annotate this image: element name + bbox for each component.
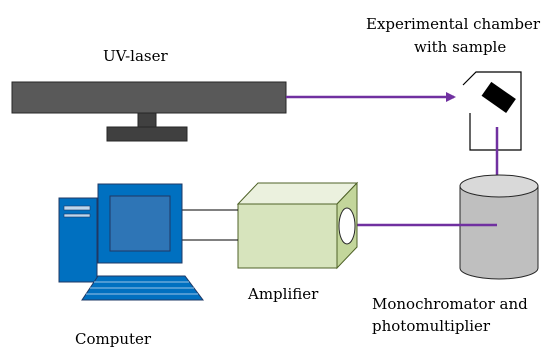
laser-stand — [137, 112, 157, 129]
tower-button — [63, 213, 91, 218]
monochromator — [459, 174, 539, 280]
computer — [58, 183, 204, 301]
chamber-wall — [462, 71, 522, 151]
monochromator-label-line1: Monochromator and — [372, 295, 528, 313]
chamber-label-line1: Experimental chamber — [366, 15, 541, 33]
amplifier — [236, 181, 359, 270]
experimental-chamber — [462, 71, 522, 151]
amplifier-label: Amplifier — [247, 285, 319, 303]
monochromator-label-line2: photomultiplier — [372, 317, 491, 335]
computer-label: Computer — [75, 330, 152, 348]
amplifier-top — [236, 182, 359, 205]
amplifier-front — [237, 203, 338, 269]
uv-laser-label: UV-laser — [103, 47, 168, 65]
sample — [481, 81, 516, 113]
laser-body — [11, 81, 287, 114]
amplifier-port — [338, 207, 356, 245]
cylinder-body — [459, 186, 539, 280]
monitor-screen — [109, 195, 171, 252]
laser-base — [106, 126, 188, 142]
chamber-label-line2: with sample — [414, 38, 506, 56]
cylinder-top — [459, 174, 539, 198]
computer-tower — [58, 197, 98, 283]
uv-laser — [11, 81, 287, 142]
tower-drive — [63, 205, 91, 211]
